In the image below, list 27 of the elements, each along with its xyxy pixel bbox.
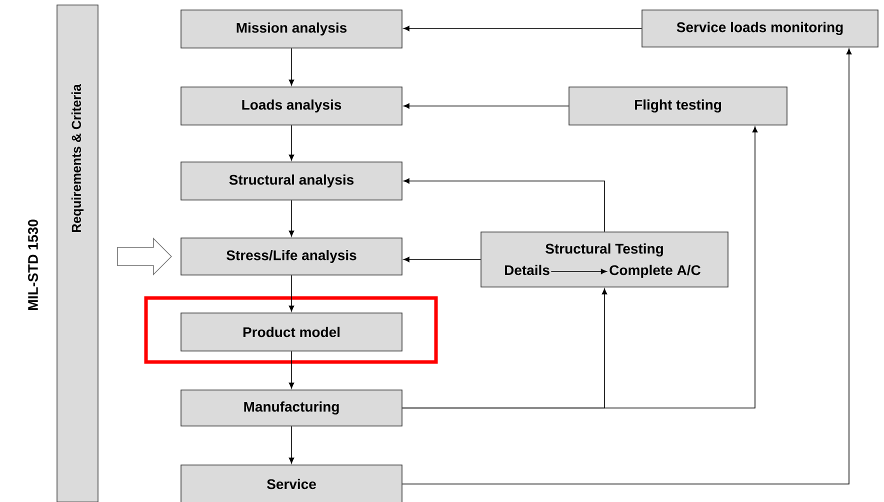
side-label: MIL-STD 1530 bbox=[28, 220, 38, 310]
arrow bbox=[550, 268, 607, 274]
arrow bbox=[288, 48, 294, 86]
box-text: Details bbox=[505, 264, 550, 276]
arrow bbox=[288, 350, 294, 389]
box-text: Complete A/C bbox=[610, 264, 700, 278]
arrow bbox=[288, 274, 294, 312]
process-box: Product model bbox=[180, 312, 402, 352]
process-box: Flight testing bbox=[568, 86, 788, 126]
process-box: Loads analysis bbox=[180, 86, 402, 126]
arrow bbox=[403, 178, 605, 232]
process-box: Stress/Life analysis bbox=[180, 238, 402, 276]
process-box: Service bbox=[180, 464, 402, 502]
arrow bbox=[288, 426, 294, 464]
requirements-bar: Requirements & Criteria bbox=[56, 4, 98, 502]
arrow bbox=[403, 103, 569, 109]
block-arrow bbox=[117, 238, 172, 276]
arrow bbox=[288, 125, 294, 161]
arrow bbox=[402, 126, 758, 408]
process-box: Service loads monitoring bbox=[642, 10, 878, 48]
arrow bbox=[403, 26, 642, 32]
arrow bbox=[402, 48, 852, 484]
process-box: Structural analysis bbox=[180, 162, 402, 200]
process-box: Manufacturing bbox=[180, 390, 402, 426]
arrow bbox=[288, 200, 294, 237]
arrow bbox=[403, 256, 481, 262]
process-box: Mission analysis bbox=[180, 10, 402, 48]
